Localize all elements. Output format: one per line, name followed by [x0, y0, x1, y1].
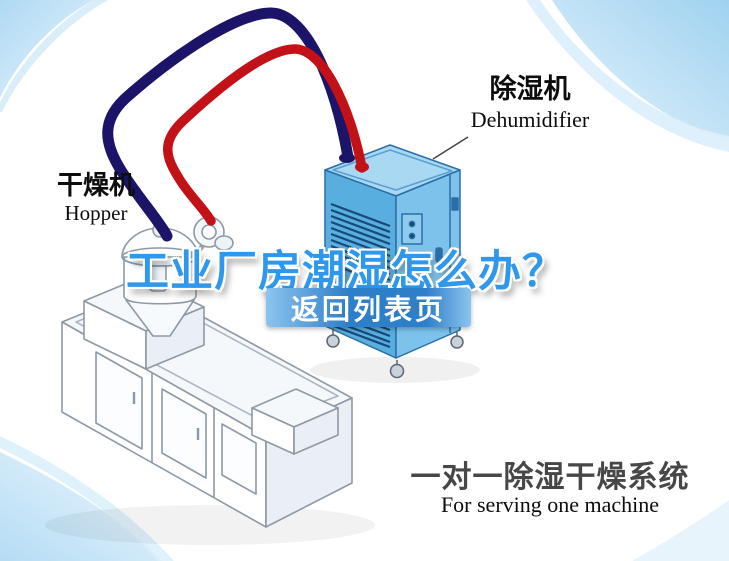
- hinge: [451, 197, 459, 211]
- end-box-side: [293, 407, 339, 455]
- machine-door: [221, 423, 257, 495]
- control-knob: [408, 220, 416, 228]
- connecting-hoses: [102, 7, 367, 242]
- blower-motor: [214, 235, 234, 251]
- control-panel: [401, 213, 423, 245]
- machine-door: [161, 388, 207, 479]
- system-caption-en: For serving one machine: [440, 492, 660, 517]
- red-supply-hose: [163, 44, 367, 226]
- machine-shadow: [45, 505, 375, 545]
- decor-bottom-right: [632, 500, 729, 561]
- dehumidifier-leader-line: [432, 136, 469, 160]
- dehumidifier-top-inset: [332, 149, 453, 191]
- navy-return-hose: [102, 7, 354, 242]
- decor-top-left: [0, 0, 94, 98]
- hopper-label-cn: 干燥机: [56, 171, 135, 201]
- hopper-label-en: Hopper: [64, 201, 128, 225]
- system-caption-cn: 一对一除湿干燥系统: [410, 460, 690, 495]
- decor-bottom-left: [0, 452, 162, 561]
- hopper-cone: [125, 299, 195, 337]
- hopper-lid-rim: [121, 247, 199, 267]
- dehumidifier-label-en: Dehumidifier: [470, 107, 590, 132]
- decor-top-right-arc: [526, 0, 729, 152]
- back-to-list-button[interactable]: 返回列表页: [266, 288, 471, 327]
- blower-duct: [184, 243, 206, 261]
- vent-louvers-upper: [330, 202, 391, 288]
- hopper-dryer-machine: [45, 276, 375, 545]
- dehumidifier-label-cn: 除湿机: [489, 74, 571, 105]
- decor-top-right: [552, 0, 729, 140]
- decor-bottom-left-arc: [0, 436, 174, 561]
- control-knob: [408, 232, 416, 240]
- machine-door: [95, 351, 143, 450]
- caster-wheels: [326, 328, 464, 379]
- door-handle: [435, 247, 443, 263]
